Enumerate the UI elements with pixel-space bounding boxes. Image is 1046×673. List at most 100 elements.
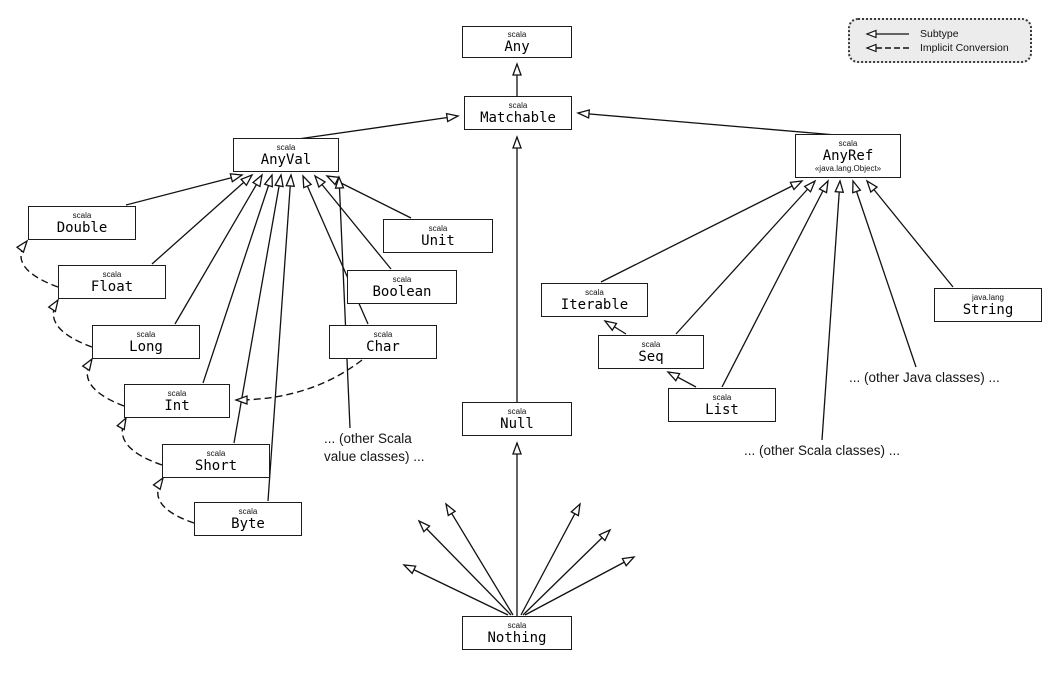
arrow-list-to-seq [666,371,697,388]
other-java-classes-note: ... (other Java classes) ... [849,370,1000,385]
arrow-boolean-to-anyval [313,174,392,270]
package-label: scala [72,210,92,220]
note-line: ... (other Scala [324,431,412,446]
package-label: scala [585,287,604,297]
node-double: scala Double [28,206,136,240]
class-name-label: Byte [231,515,265,532]
implicit-conversion-arrow-icon [865,43,909,52]
package-label: scala [392,274,412,284]
class-name-label: Int [164,397,190,414]
arrow-other-value-classes-to-anyval [334,175,351,429]
class-name-label: Any [504,38,530,55]
package-label: scala [507,406,527,416]
class-name-label: Seq [638,348,664,365]
arrow-anyref-to-matchable [576,109,837,136]
node-short: scala Short [162,444,270,478]
package-label: scala [838,138,858,148]
package-label: scala [136,329,156,339]
legend-subtype-row: Subtype [859,28,1021,40]
class-name-label: AnyRef [822,147,874,164]
class-name-label: Nothing [487,629,547,646]
arrow-nothing-fan-6 [524,556,636,616]
class-name-label: Matchable [480,109,556,126]
node-list: scala List [668,388,776,422]
implicit-short-to-int [116,416,163,466]
package-label: scala [712,392,732,402]
package-label: scala [641,339,661,349]
package-label: scala [428,223,448,233]
arrow-float-to-anyval [151,173,254,265]
arrow-nothing-fan-5 [522,528,612,616]
package-label: scala [102,269,122,279]
class-name-label: AnyVal [260,151,312,168]
node-anyval: scala AnyVal [233,138,339,172]
legend: Subtype Implicit Conversion [848,18,1032,63]
node-int: scala Int [124,384,230,418]
arrow-list-to-anyref [721,179,829,388]
legend-implicit-conversion-row: Implicit Conversion [859,42,1021,54]
node-float: scala Float [58,265,166,299]
package-label: scala [373,329,393,339]
arrow-byte-to-anyval [267,173,296,502]
java-lang-object-label: «java.lang.Object» [814,163,882,173]
class-name-label: Char [366,338,400,355]
arrow-nothing-fan-2 [417,519,512,616]
package-label: scala [167,388,187,398]
class-name-label: Iterable [560,296,629,313]
class-name-label: Float [90,278,134,295]
class-name-label: Boolean [372,283,432,300]
subtype-arrow-icon [865,29,909,38]
package-label: scala [507,29,527,39]
implicit-float-to-double [15,239,59,288]
arrow-int-to-anyval [202,173,274,384]
class-name-label: Null [500,415,534,432]
class-name-label: Double [56,219,108,236]
node-string: java.lang String [934,288,1042,322]
class-name-label: Long [129,338,163,355]
package-label: scala [507,620,527,630]
arrow-double-to-anyval [125,173,244,206]
arrow-long-to-anyval [174,173,263,325]
arrow-anyval-to-matchable [297,112,460,140]
package-label: scala [238,506,258,516]
node-seq: scala Seq [598,335,704,369]
class-name-label: Short [194,457,238,474]
node-matchable: scala Matchable [464,96,572,130]
arrow-iterable-to-anyref [600,180,804,283]
arrow-other-scala-classes-to-anyref [821,179,845,441]
package-label: scala [508,100,528,110]
implicit-long-to-float [47,298,93,348]
node-any: scala Any [462,26,572,58]
node-nothing: scala Nothing [462,616,572,650]
other-scala-value-classes-note: ... (other Scala value classes) ... [324,430,444,466]
node-long: scala Long [92,325,200,359]
class-name-label: List [705,401,739,418]
node-iterable: scala Iterable [541,283,648,317]
node-byte: scala Byte [194,502,302,536]
other-scala-classes-note: ... (other Scala classes) ... [744,443,901,458]
class-name-label: Unit [421,232,455,249]
implicit-int-to-long [81,357,125,407]
node-boolean: scala Boolean [347,270,457,304]
arrow-short-to-anyval [233,173,284,444]
package-label: scala [206,448,226,458]
arrow-nothing-fan-4 [520,502,581,616]
node-char: scala Char [329,325,437,359]
arrow-seq-to-iterable [603,319,627,335]
implicit-byte-to-short [152,476,195,524]
package-label: java.lang [971,292,1005,302]
legend-implicit-conversion-label: Implicit Conversion [920,41,1009,54]
arrow-nothing-fan-3 [445,502,514,616]
node-anyref: scala AnyRef «java.lang.Object» [795,134,901,178]
arrow-string-to-anyref [865,179,954,288]
package-label: scala [276,142,296,152]
node-null: scala Null [462,402,572,436]
legend-subtype-label: Subtype [920,27,959,40]
arrow-seq-to-anyref [675,179,817,335]
arrow-other-java-classes-to-anyref [852,179,917,368]
implicit-char-to-int [234,359,363,405]
arrow-nothing-fan-1 [402,564,509,616]
class-name-label: String [962,301,1014,318]
note-line: value classes) ... [324,449,425,464]
